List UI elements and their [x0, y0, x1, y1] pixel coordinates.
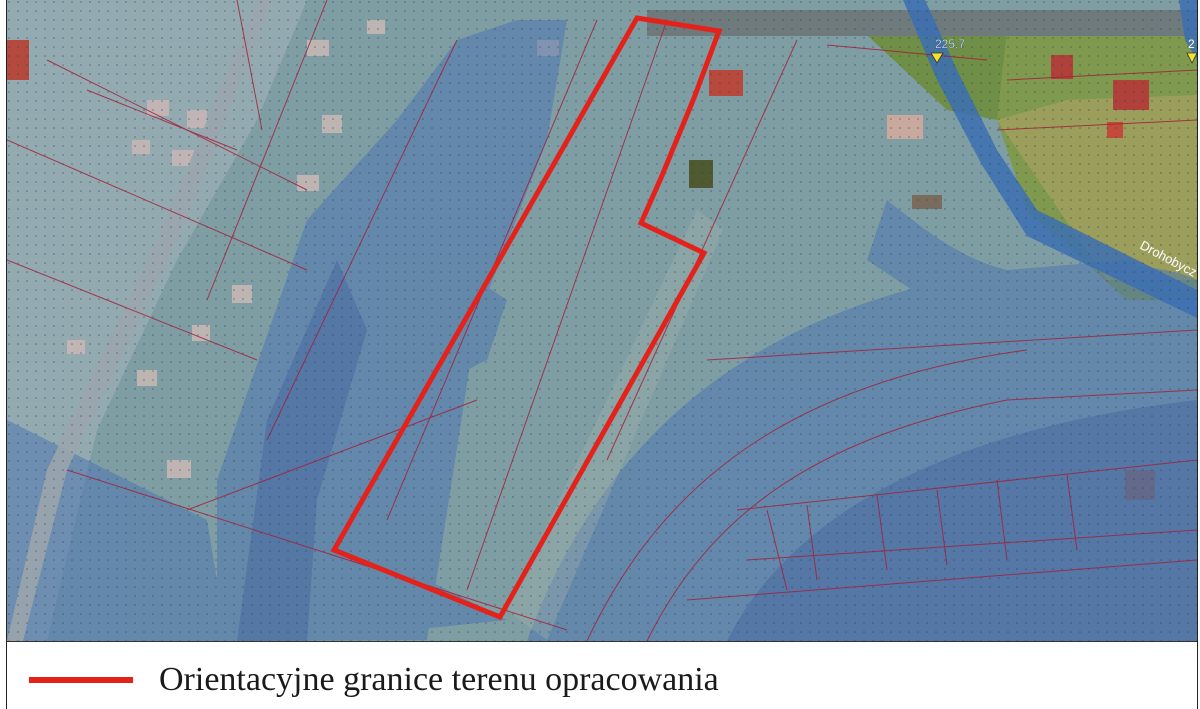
- elevation-value-1: 225,7: [935, 37, 965, 51]
- dot-texture: [7, 0, 1197, 641]
- elevation-marker-2: 2: [1186, 37, 1197, 64]
- legend: Orientacyjne granice terenu opracowania: [7, 642, 1197, 709]
- legend-boundary-label: Orientacyjne granice terenu opracowania: [159, 661, 719, 698]
- elevation-marker-1: 225,7: [930, 37, 966, 64]
- legend-boundary-symbol: [29, 677, 133, 683]
- aerial-map: 225,7 2 Drohobycz: [7, 0, 1197, 641]
- figure-frame: [6, 0, 1198, 709]
- study-area-boundary: [330, 15, 723, 621]
- map-bottom-border: [7, 641, 1197, 642]
- elevation-value-2: 2: [1188, 37, 1195, 51]
